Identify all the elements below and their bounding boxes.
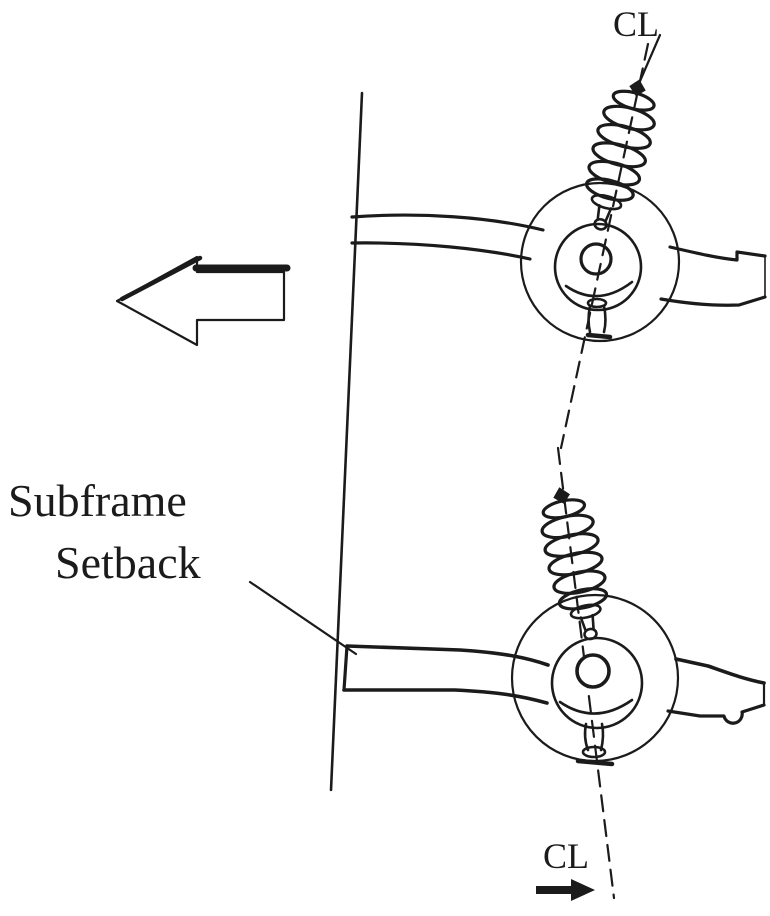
bottom-offset-arrow-icon <box>536 879 595 901</box>
top-coil-spring <box>571 70 668 238</box>
bottom-mount-lower-arc <box>558 698 634 715</box>
top-mount-bolt <box>585 297 613 340</box>
bottom-mount-bolt <box>575 722 615 767</box>
top-arm-upper-edge <box>350 213 545 232</box>
centerline-label-top: CL <box>613 4 659 44</box>
bottom-coil-spring <box>531 480 620 647</box>
top-arm-right-lower-edge <box>659 295 767 307</box>
bottom-subframe-assembly <box>342 480 766 767</box>
bottom-mount-center-hole <box>575 653 611 689</box>
top-subframe-assembly <box>350 70 767 343</box>
top-mount-outer-circle <box>519 181 681 343</box>
body-reference-line <box>329 91 364 792</box>
setback-leader-line <box>248 580 358 656</box>
setback-direction-arrow <box>115 255 291 347</box>
top-arm-lower-edge <box>350 241 532 261</box>
bottom-arm-right-lower-edge <box>666 703 766 725</box>
bottom-arm-upper-edge <box>345 644 550 667</box>
setback-label-line2: Setback <box>55 537 201 588</box>
top-arm-right-upper-edge <box>668 245 767 262</box>
top-mount-center-hole <box>579 242 613 276</box>
setback-label-line1: Subframe <box>8 475 187 526</box>
bottom-arm-left-end-cap <box>342 644 349 692</box>
bottom-mount-inner-circle <box>550 636 644 730</box>
centerline-solid-tick <box>635 33 662 90</box>
centerline-label-bottom: CL <box>543 836 589 876</box>
top-mount-inner-circle <box>553 222 643 312</box>
bottom-arm-right-upper-edge <box>674 657 766 685</box>
top-mount-lower-arc <box>564 280 634 298</box>
bottom-arm-lower-edge <box>342 688 549 705</box>
